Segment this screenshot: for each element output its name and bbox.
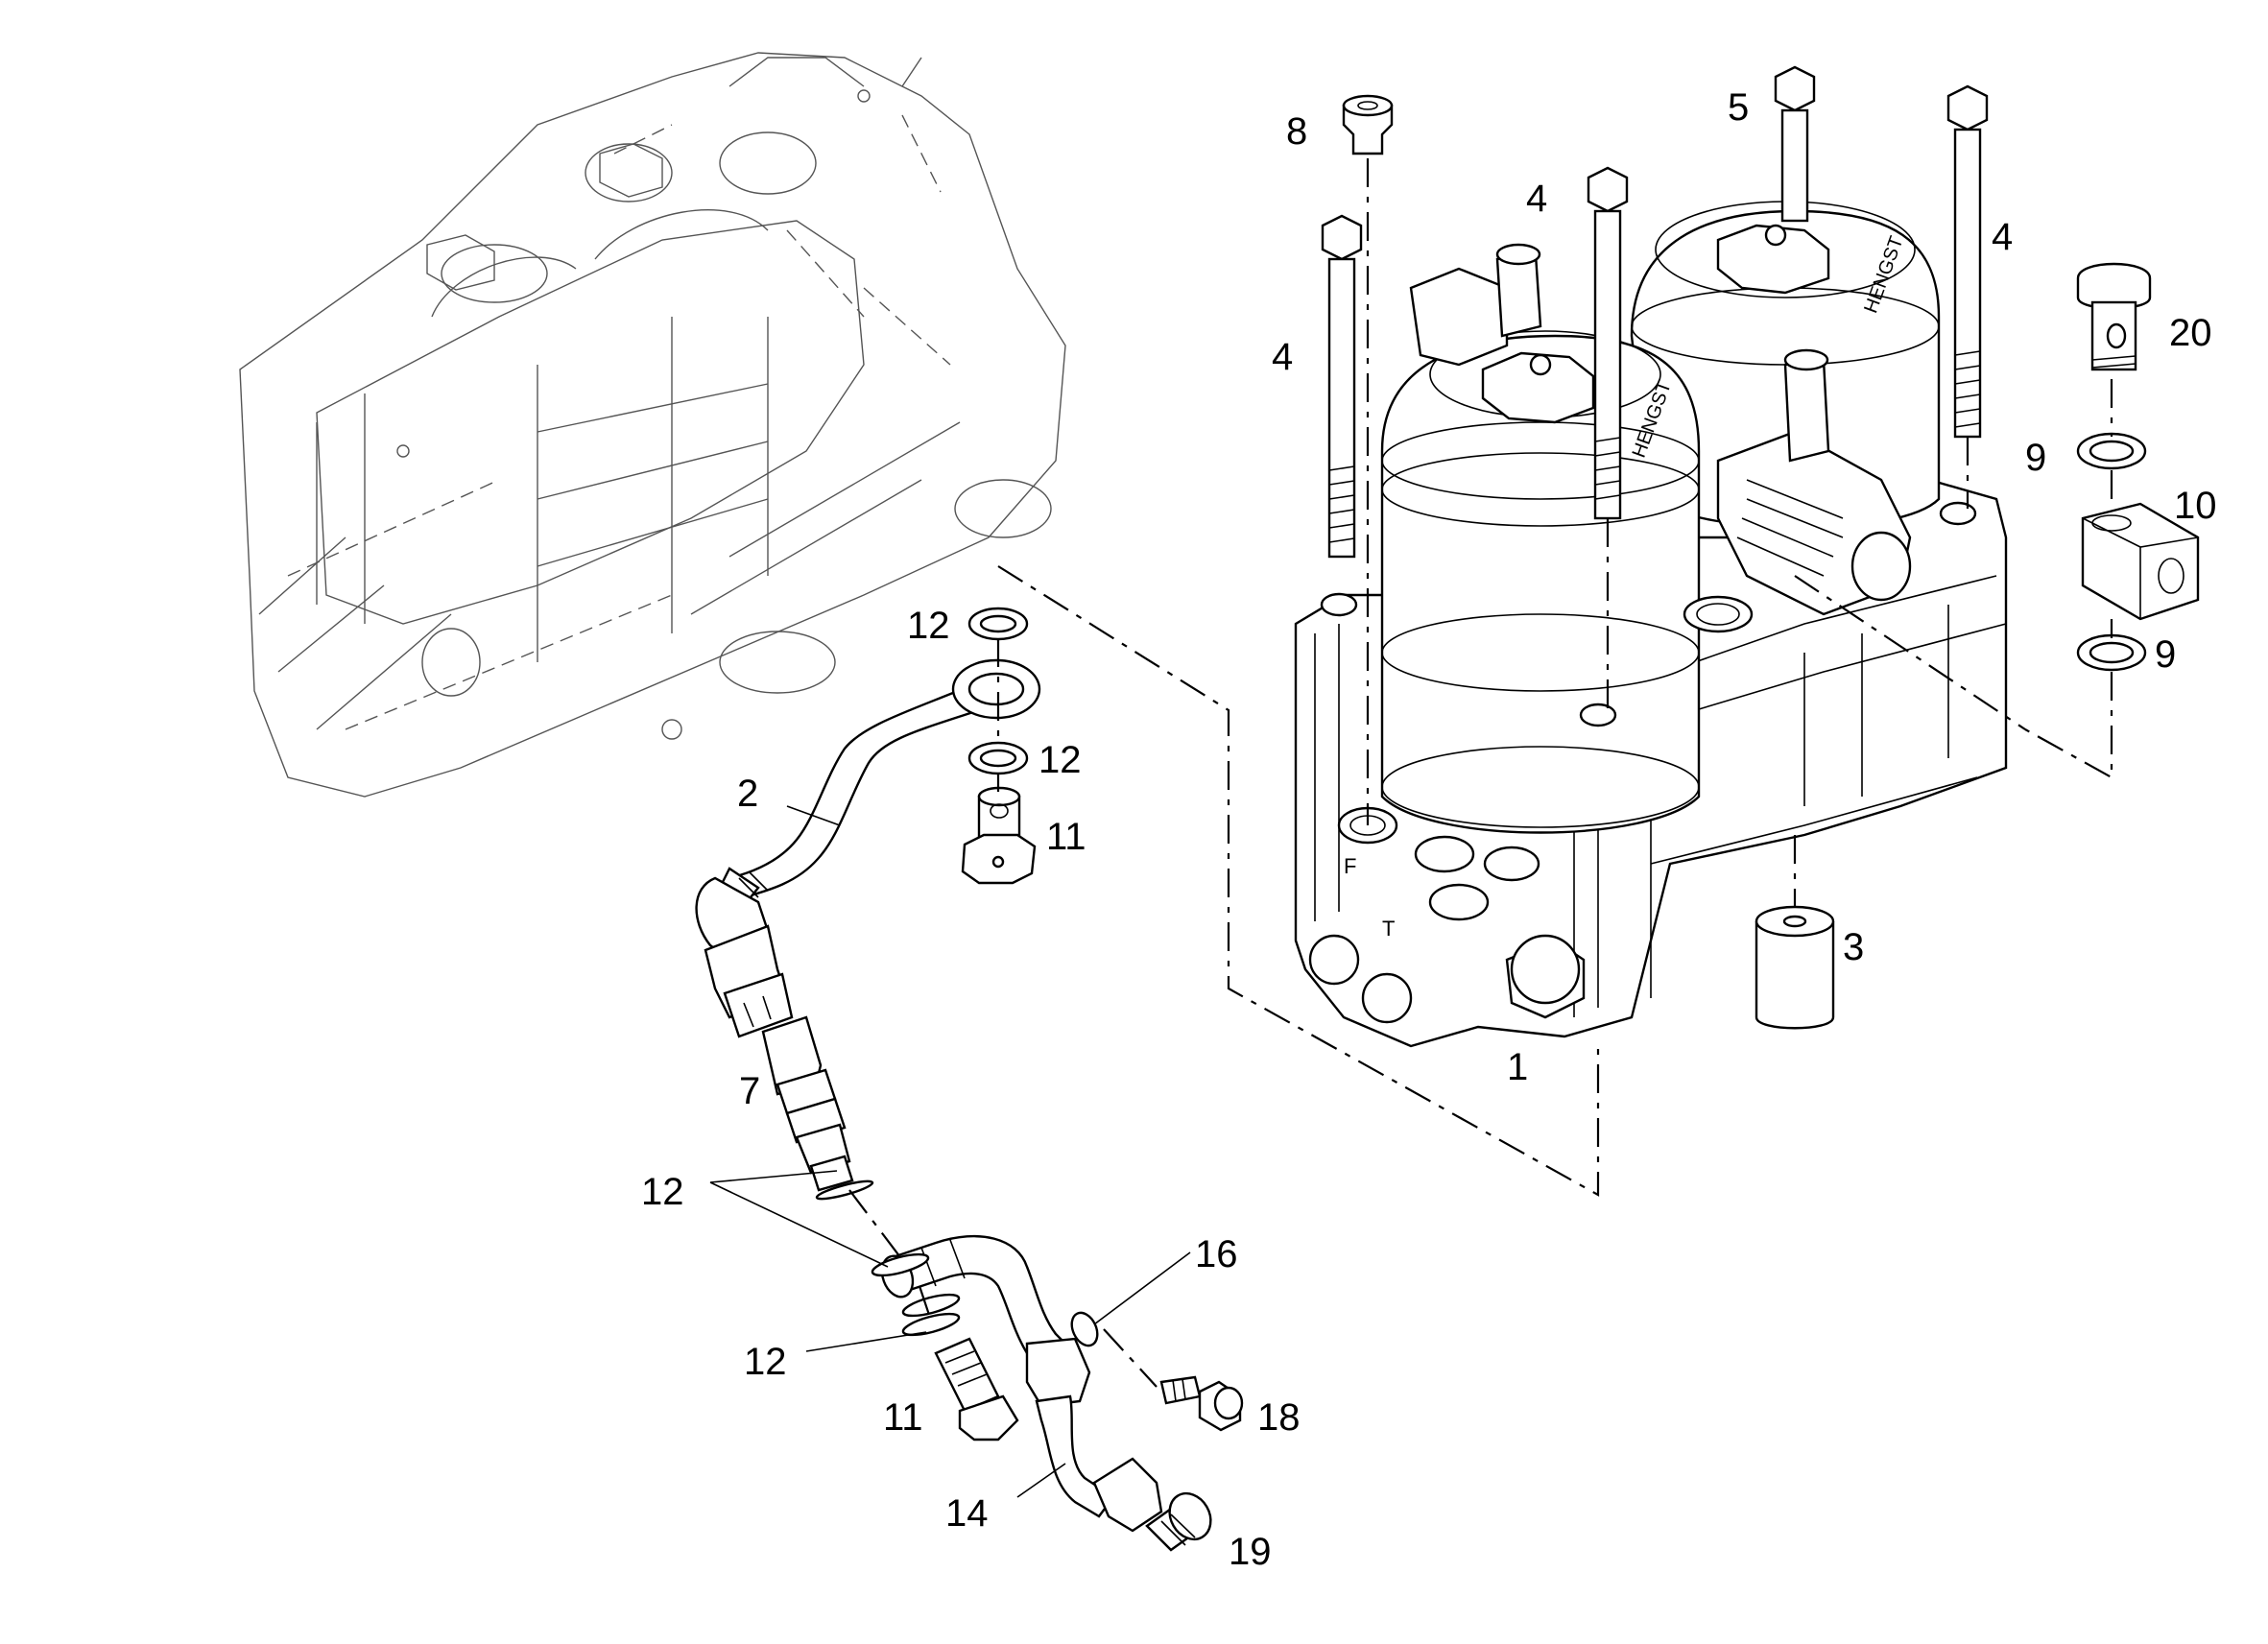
callout-19: 19 — [1229, 1531, 1272, 1573]
callout-4-middle: 4 — [1526, 178, 1547, 220]
callout-12-mid: 12 — [1039, 739, 1082, 781]
callout-12-low: 12 — [744, 1341, 787, 1383]
callout-16: 16 — [1195, 1233, 1238, 1275]
sleeve-3 — [1755, 905, 1835, 1030]
washer-12-c — [871, 1252, 930, 1277]
callout-18: 18 — [1257, 1396, 1301, 1439]
callout-2: 2 — [737, 773, 758, 815]
plug-8 — [1342, 94, 1394, 155]
fuel-line-2 — [695, 658, 1041, 1038]
callout-3: 3 — [1843, 926, 1864, 968]
washer-12-d — [901, 1312, 961, 1337]
washer-12-a — [967, 607, 1029, 641]
callout-8: 8 — [1286, 110, 1307, 153]
engine-block-outline — [239, 52, 1066, 798]
svg-text:F: F — [1344, 854, 1356, 878]
banjo-block-10 — [2081, 502, 2200, 621]
callout-9-bottom: 9 — [2155, 633, 2176, 676]
assembly-lines — [848, 158, 2113, 1388]
bolt-5 — [1774, 65, 1816, 223]
filter-housing-assembly: HENGST HENGST — [1294, 201, 2008, 1048]
callout-7: 7 — [739, 1070, 760, 1112]
lower-fuel-line — [880, 1235, 1163, 1533]
connector-7 — [761, 1015, 874, 1201]
callout-4-left: 4 — [1272, 336, 1293, 378]
bolt-18 — [1159, 1375, 1244, 1432]
callout-11-top: 11 — [1046, 816, 1086, 858]
callout-12-pair: 12 — [641, 1171, 684, 1213]
washer-9-bottom — [2076, 633, 2147, 672]
callout-14: 14 — [945, 1492, 989, 1535]
callout-11-bottom: 11 — [883, 1396, 923, 1439]
fitting-19 — [1145, 1491, 1212, 1552]
callout-1: 1 — [1507, 1046, 1528, 1088]
callout-5: 5 — [1728, 86, 1749, 129]
svg-text:T: T — [1382, 917, 1395, 941]
callout-labels: 1 2 3 4 4 4 5 7 8 9 9 10 11 11 12 12 12 … — [641, 86, 2217, 1573]
banjo-bolt-11-b — [934, 1337, 1019, 1441]
callout-4-right: 4 — [1992, 216, 2013, 258]
washer-9-top — [2076, 432, 2147, 470]
washer-12-b — [967, 741, 1029, 775]
callout-12-top: 12 — [907, 605, 950, 647]
banjo-bolt-11-a — [961, 786, 1037, 885]
callout-10: 10 — [2174, 485, 2217, 527]
banjo-bolt-20 — [2076, 262, 2152, 371]
callout-20: 20 — [2169, 312, 2212, 354]
leader-lines — [709, 805, 1191, 1498]
bolt-4-middle — [1587, 166, 1629, 520]
bolt-4-left — [1321, 214, 1363, 559]
callout-9-top: 9 — [2025, 437, 2046, 479]
bolt-4-right — [1946, 84, 1989, 439]
